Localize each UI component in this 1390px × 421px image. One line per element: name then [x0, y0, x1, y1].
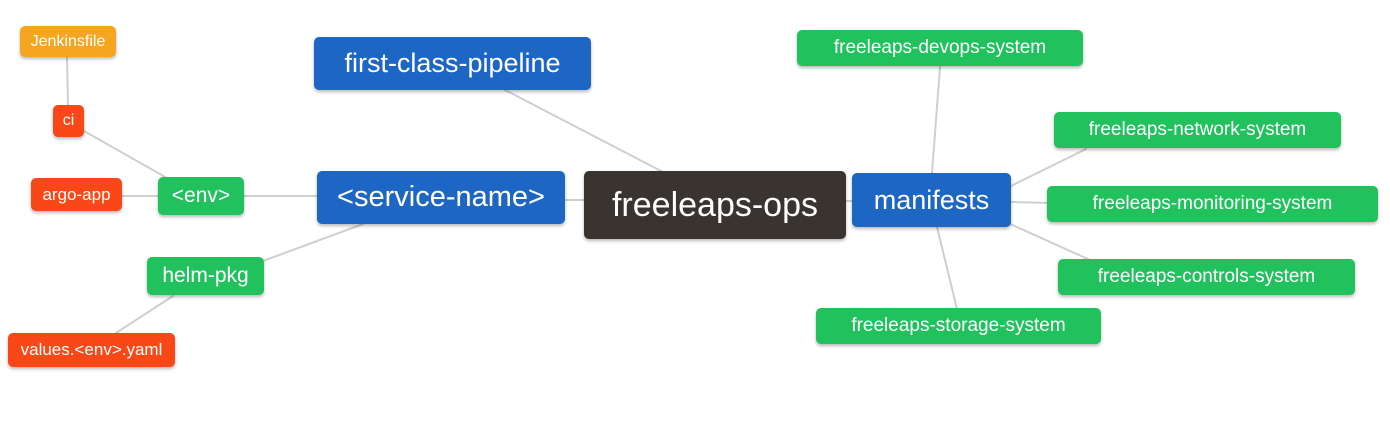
node-freeleaps-devops-system[interactable]: freeleaps-devops-system	[797, 30, 1083, 66]
edge-values-helm	[115, 295, 174, 334]
node-freeleaps-monitoring-system[interactable]: freeleaps-monitoring-system	[1047, 186, 1378, 222]
node-freeleaps-storage-system[interactable]: freeleaps-storage-system	[816, 308, 1101, 344]
node-manifests[interactable]: manifests	[852, 173, 1011, 227]
edge-pipeline-ops	[504, 89, 664, 173]
edge-jenkinsfile-ci	[66, 57, 69, 107]
node-freeleaps-controls-system[interactable]: freeleaps-controls-system	[1058, 259, 1355, 295]
edge-helm-service	[262, 223, 364, 262]
edge-manifests-controls	[1007, 222, 1091, 261]
node-service-name[interactable]: <service-name>	[317, 171, 565, 224]
node-helm-pkg[interactable]: helm-pkg	[147, 257, 264, 295]
edge-manifests-storage	[936, 226, 958, 310]
node-argo-app[interactable]: argo-app	[31, 178, 122, 211]
node-freeleaps-ops[interactable]: freeleaps-ops	[584, 171, 846, 239]
edge-ci-env	[83, 130, 168, 179]
node-first-class-pipeline[interactable]: first-class-pipeline	[314, 37, 591, 90]
node-env[interactable]: <env>	[158, 177, 244, 215]
node-ci[interactable]: ci	[53, 105, 84, 137]
edge-manifests-monitoring	[1010, 201, 1053, 204]
edge-manifests-network	[1010, 148, 1087, 187]
node-values-env-yaml[interactable]: values.<env>.yaml	[8, 333, 175, 367]
node-freeleaps-network-system[interactable]: freeleaps-network-system	[1054, 112, 1341, 148]
node-jenkinsfile[interactable]: Jenkinsfile	[20, 26, 116, 57]
edge-devops-manifests	[931, 66, 941, 174]
